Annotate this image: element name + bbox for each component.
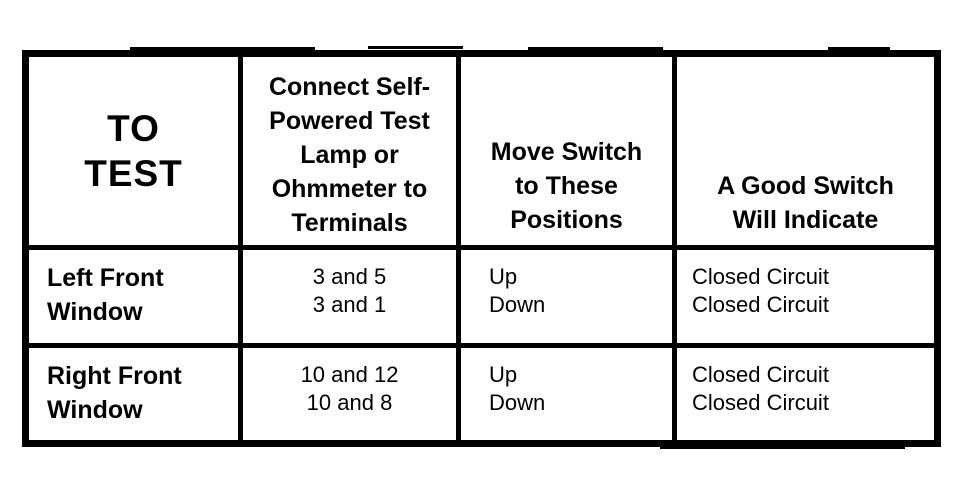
cell-line: Left Front <box>47 264 164 292</box>
scan-artifact <box>528 47 663 50</box>
scan-artifact <box>828 47 890 50</box>
scan-artifact <box>660 446 905 449</box>
header-cell-terminals: Connect Self- Powered Test Lamp or Ohmme… <box>243 57 461 250</box>
cell-line: 3 and 5 <box>312 264 387 289</box>
header-line: to These <box>515 172 618 200</box>
scan-artifact <box>130 47 315 50</box>
cell-right-front-positions: Up Down <box>461 348 677 440</box>
scan-artifact <box>368 46 463 49</box>
cell-right-front-indication: Closed Circuit Closed Circuit <box>677 348 934 440</box>
cell-line: 3 and 1 <box>312 292 387 317</box>
header-line: TO <box>107 108 160 149</box>
cell-line: Closed Circuit <box>692 390 829 415</box>
cell-right-front-terminals: 10 and 12 10 and 8 <box>243 348 461 440</box>
header-line: A Good Switch <box>717 172 894 200</box>
cell-left-front-indication: Closed Circuit Closed Circuit <box>677 250 934 348</box>
header-line: Terminals <box>291 209 408 237</box>
header-cell-to-test: TO TEST <box>29 57 243 250</box>
cell-line: Up <box>489 362 518 387</box>
header-line: Ohmmeter to <box>271 175 428 203</box>
cell-line: Window <box>47 298 143 326</box>
header-line: Move Switch <box>490 138 643 166</box>
cell-line: Closed Circuit <box>692 362 829 387</box>
cell-line: 10 and 8 <box>306 390 393 415</box>
cell-line: Window <box>47 396 143 424</box>
cell-line: Down <box>489 292 546 317</box>
switch-test-table: TO TEST Connect Self- Powered Test Lamp … <box>22 50 941 447</box>
header-line: Positions <box>510 206 623 234</box>
scan-artifact <box>135 444 365 446</box>
cell-right-front-window-label: Right Front Window <box>29 348 243 440</box>
cell-line: Right Front <box>47 362 182 390</box>
cell-line: Up <box>489 264 518 289</box>
cell-line: Closed Circuit <box>692 292 829 317</box>
header-cell-indication: A Good Switch Will Indicate <box>677 57 934 250</box>
cell-line: 10 and 12 <box>300 362 399 387</box>
header-cell-positions: Move Switch to These Positions <box>461 57 677 250</box>
cell-line: Down <box>489 390 546 415</box>
cell-left-front-terminals: 3 and 5 3 and 1 <box>243 250 461 348</box>
header-line: Powered Test <box>269 107 430 135</box>
header-line: Will Indicate <box>732 206 879 234</box>
header-line: TEST <box>84 153 183 194</box>
cell-line: Closed Circuit <box>692 264 829 289</box>
header-line: Connect Self- <box>268 73 431 101</box>
cell-left-front-window-label: Left Front Window <box>29 250 243 348</box>
cell-left-front-positions: Up Down <box>461 250 677 348</box>
header-line: Lamp or <box>300 141 399 169</box>
